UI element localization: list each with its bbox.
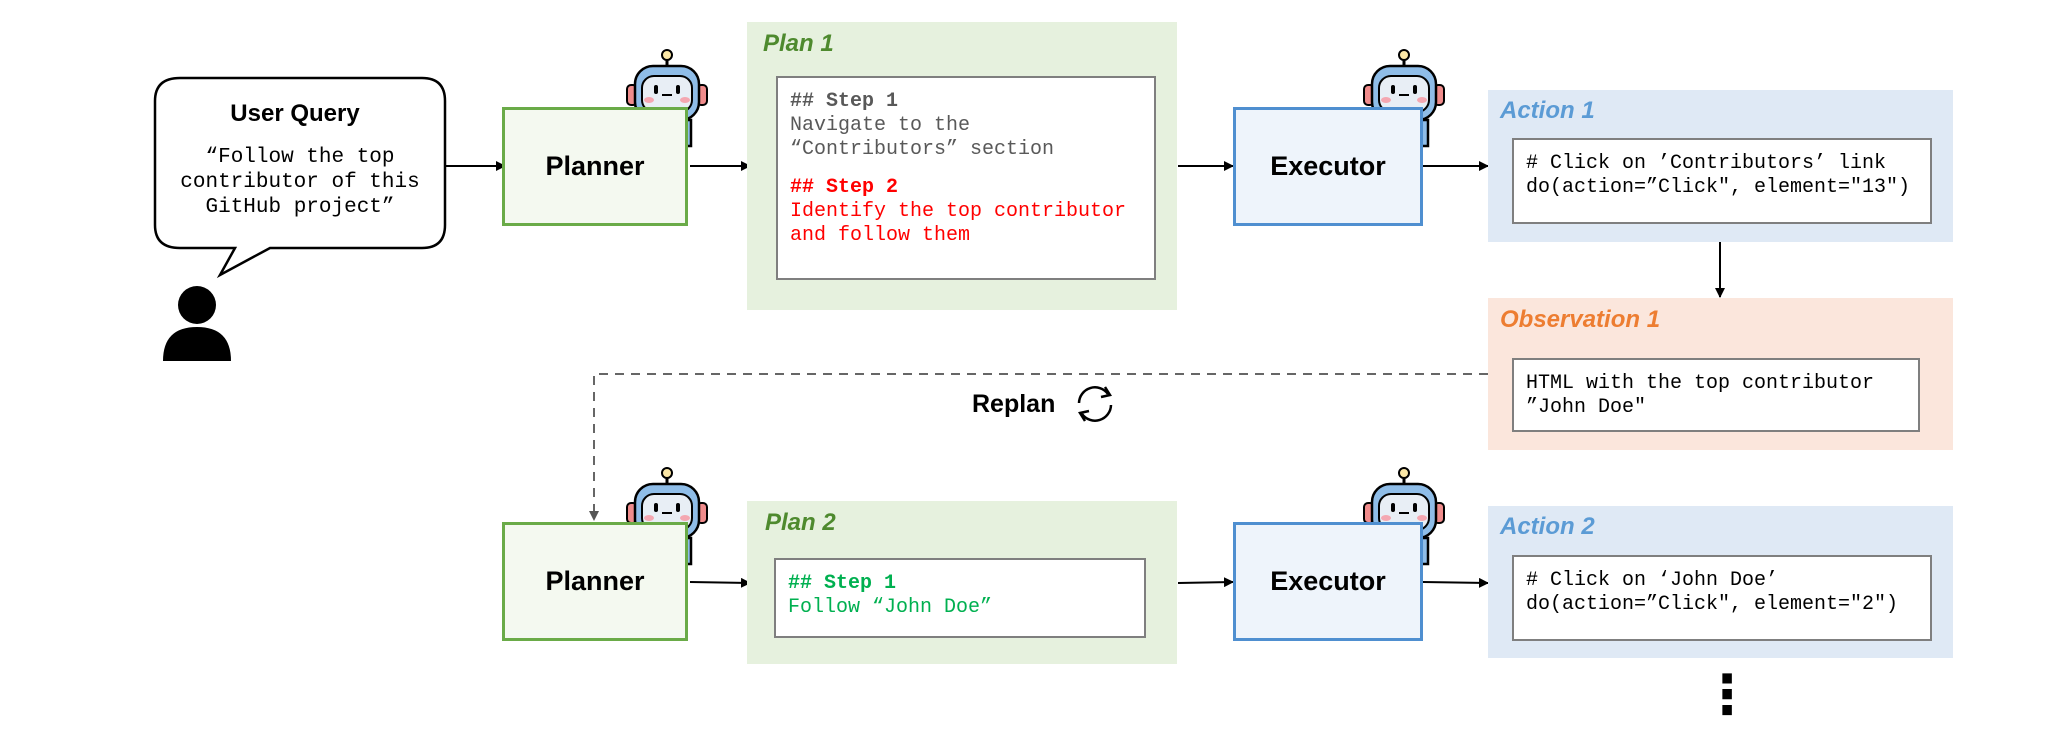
- plan2-step1-text: Follow “John Doe”: [788, 596, 993, 619]
- plan2-step1-heading: ## Step 1: [788, 572, 897, 595]
- action2-title: Action 2: [1500, 513, 1595, 540]
- plan2-content: ## Step 1 Follow “John Doe”: [774, 558, 1146, 638]
- action1-code: # Click on ’Contributors’ link do(action…: [1512, 138, 1932, 224]
- arrow-executor2-to-action2: [1422, 577, 1489, 588]
- user-query-title: User Query: [230, 100, 360, 127]
- arrow-planner2-to-plan2: [689, 577, 751, 588]
- action2-code: # Click on ‘John Doe’ do(action=”Click",…: [1512, 555, 1932, 641]
- observation1-text: HTML with the top contributor ”John Doe": [1512, 358, 1920, 432]
- user-query-text: “Follow the top contributor of this GitH…: [180, 146, 420, 219]
- planner-box-2: Planner: [502, 522, 688, 641]
- planner-box: Planner: [502, 107, 688, 226]
- arrow-plan2-to-executor2: [1177, 577, 1234, 588]
- plan1-step2-heading: ## Step 2: [790, 176, 899, 199]
- refresh-icon: [1077, 386, 1113, 422]
- plan1-title: Plan 1: [763, 30, 834, 57]
- planner-label: Planner: [545, 566, 645, 596]
- plan2-title: Plan 2: [765, 509, 836, 536]
- user-icon: [163, 286, 231, 361]
- replan-label: Replan: [972, 390, 1056, 418]
- observation1-title: Observation 1: [1500, 306, 1661, 333]
- continuation-ellipsis: ⋮: [1700, 665, 1754, 725]
- action1-title: Action 1: [1500, 97, 1595, 124]
- plan1-step1-heading: ## Step 1: [790, 90, 899, 113]
- plan1-step2-text: Identify the top contributor and follow …: [790, 200, 1127, 247]
- plan1-content: ## Step 1 Navigate to the “Contributors”…: [776, 76, 1156, 280]
- executor-label: Executor: [1270, 151, 1386, 181]
- executor-box: Executor: [1233, 107, 1423, 226]
- speech-bubble: [153, 76, 447, 279]
- executor-box-2: Executor: [1233, 522, 1423, 641]
- plan1-step1-text: Navigate to the “Contributors” section: [790, 114, 1055, 161]
- executor-label: Executor: [1270, 566, 1386, 596]
- planner-label: Planner: [545, 151, 645, 181]
